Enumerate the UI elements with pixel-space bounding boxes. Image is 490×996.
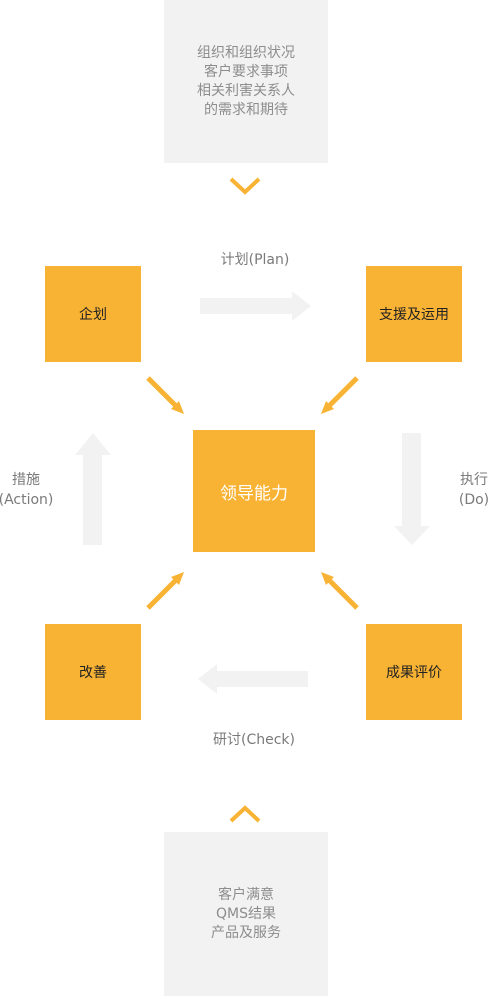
action-label: 措施 (Action) — [0, 470, 64, 510]
check-arrow — [198, 664, 308, 694]
node-support-label: 支援及运用 — [379, 307, 449, 323]
node-support: 支援及运用 — [366, 266, 462, 362]
do-arrow — [394, 433, 430, 545]
node-evaluation: 成果评价 — [366, 624, 462, 720]
node-improve: 改善 — [45, 624, 141, 720]
outputs-line: QMS结果 — [216, 905, 276, 922]
eval-to-center-arrow — [321, 572, 359, 610]
chevron-down-icon — [229, 177, 261, 195]
inputs-line: 客户要求事项 — [204, 63, 288, 80]
outputs-line: 产品及服务 — [211, 924, 281, 941]
node-plan-label: 企划 — [79, 307, 107, 323]
action-arrow — [75, 433, 111, 545]
do-label: 执行 (Do) — [446, 470, 490, 510]
improve-to-center-arrow — [146, 572, 184, 610]
action-label-line: 措施 — [12, 472, 40, 488]
action-label-line: (Action) — [0, 492, 54, 508]
node-center: 领导能力 — [193, 430, 315, 552]
inputs-line: 组织和组织状况 — [197, 44, 295, 61]
node-plan: 企划 — [45, 266, 141, 362]
node-center-label: 领导能力 — [220, 483, 288, 504]
plan-to-center-arrow — [146, 376, 184, 414]
do-label-line: 执行 — [460, 472, 488, 488]
inputs-line: 相关利害关系人 — [197, 82, 295, 99]
plan-label: 计划(Plan) — [220, 252, 290, 268]
chevron-up-icon — [229, 805, 261, 823]
inputs-line: 的需求和期待 — [204, 101, 288, 118]
plan-arrow — [200, 291, 311, 321]
support-to-center-arrow — [321, 376, 359, 414]
check-label: 研讨(Check) — [213, 732, 295, 748]
outputs-line: 客户满意 — [218, 886, 274, 903]
node-evaluation-label: 成果评价 — [386, 665, 442, 681]
node-improve-label: 改善 — [79, 665, 107, 681]
inputs-box: 组织和组织状况 客户要求事项 相关利害关系人 的需求和期待 — [164, 0, 328, 163]
outputs-box: 客户满意 QMS结果 产品及服务 — [164, 832, 328, 996]
do-label-line: (Do) — [458, 492, 490, 508]
